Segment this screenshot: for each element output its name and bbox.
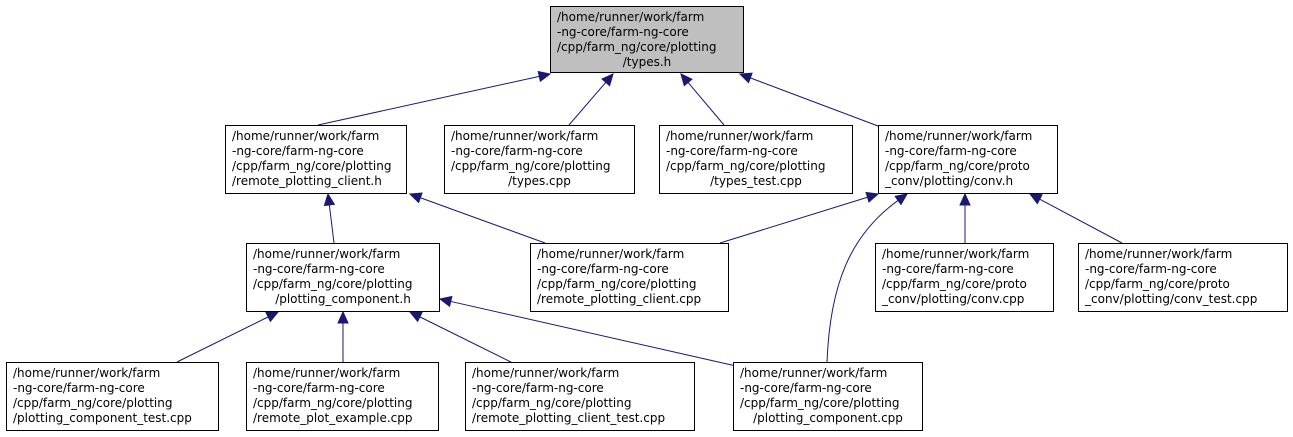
node-label-line: -ng-core/farm-ng-core xyxy=(740,381,872,395)
node-label-line: /cpp/farm_ng/core/plotting xyxy=(557,40,717,54)
node-label-line: /home/runner/work/farm xyxy=(253,366,401,380)
node-label-line: /cpp/farm_ng/core/proto xyxy=(882,277,1027,291)
arrowhead-n11-n5 xyxy=(408,311,423,323)
arrowhead-n8-n4 xyxy=(1028,193,1043,205)
arrowhead-n12-n4 xyxy=(894,193,908,206)
node-label-line: -ng-core/farm-ng-core xyxy=(882,262,1014,276)
node-plotting-component-cpp[interactable]: /home/runner/work/farm-ng-core/farm-ng-c… xyxy=(733,362,923,431)
node-proto-conv-conv-h[interactable]: /home/runner/work/farm-ng-core/farm-ng-c… xyxy=(878,125,1058,194)
node-proto-conv-conv-test-cpp[interactable]: /home/runner/work/farm-ng-core/farm-ng-c… xyxy=(1078,243,1288,312)
node-label-line: /remote_plotting_client.cpp xyxy=(537,292,702,306)
edge-n2-n0 xyxy=(568,82,607,126)
edge-n1-n0 xyxy=(317,75,540,126)
node-label-line: /home/runner/work/farm xyxy=(472,366,620,380)
edge-n6-n4 xyxy=(719,196,868,244)
node-label-line: /cpp/farm_ng/core/plotting xyxy=(253,396,413,410)
node-remote-plot-example-cpp[interactable]: /home/runner/work/farm-ng-core/farm-ng-c… xyxy=(246,362,439,431)
edge-n3-n0 xyxy=(687,82,725,126)
arrowhead-n4-n0 xyxy=(738,72,753,84)
node-label-line: /home/runner/work/farm xyxy=(885,129,1033,143)
arrowhead-n12-n5 xyxy=(438,295,453,308)
node-label-line: /home/runner/work/farm xyxy=(451,129,599,143)
node-proto-conv-conv-cpp[interactable]: /home/runner/work/farm-ng-core/farm-ng-c… xyxy=(875,243,1054,312)
node-label-line: /cpp/farm_ng/core/plotting xyxy=(451,159,611,173)
node-remote-plotting-client-test-cpp[interactable]: /home/runner/work/farm-ng-core/farm-ng-c… xyxy=(465,362,695,431)
node-plotting-component-test-cpp[interactable]: /home/runner/work/farm-ng-core/farm-ng-c… xyxy=(6,362,219,431)
edge-n5-n1 xyxy=(328,204,335,244)
node-label-line: -ng-core/farm-ng-core xyxy=(253,381,385,395)
node-label-line: /remote_plot_example.cpp xyxy=(253,411,413,425)
edge-n6-n1 xyxy=(420,197,546,244)
node-label-line: /plotting_component.cpp xyxy=(753,411,903,425)
node-label-line: /home/runner/work/farm xyxy=(253,247,401,261)
node-types-cpp[interactable]: /home/runner/work/farm-ng-core/farm-ng-c… xyxy=(444,125,635,194)
node-label-line: -ng-core/farm-ng-core xyxy=(1085,262,1217,276)
arrowhead-n3-n0 xyxy=(680,73,693,87)
edge-n11-n5 xyxy=(419,316,512,363)
node-label-line: /remote_plotting_client_test.cpp xyxy=(472,411,666,425)
edge-n12-n5 xyxy=(450,300,737,367)
node-label-line: -ng-core/farm-ng-core xyxy=(885,144,1017,158)
node-label-line: -ng-core/farm-ng-core xyxy=(537,262,669,276)
node-label-line: _conv/plotting/conv_test.cpp xyxy=(1085,292,1258,306)
node-types-test-cpp[interactable]: /home/runner/work/farm-ng-core/farm-ng-c… xyxy=(659,125,853,194)
node-label-line: /types.h xyxy=(622,55,672,69)
arrowhead-n2-n0 xyxy=(601,73,614,87)
node-types-h: /home/runner/work/farm-ng-core/farm-ng-c… xyxy=(550,6,744,73)
node-label-line: -ng-core/farm-ng-core xyxy=(232,144,364,158)
node-label-line: /types_test.cpp xyxy=(710,174,802,188)
node-label-line: /home/runner/work/farm xyxy=(882,247,1030,261)
node-label-line: _conv/plotting/conv.h xyxy=(885,174,1014,188)
node-label-line: /home/runner/work/farm xyxy=(740,366,888,380)
node-label-line: /plotting_component_test.cpp xyxy=(13,411,192,425)
node-label-line: -ng-core/farm-ng-core xyxy=(666,144,798,158)
node-label-line: /types.cpp xyxy=(508,174,571,188)
arrowhead-n1-n0 xyxy=(537,70,552,83)
node-remote-plotting-client-h[interactable]: /home/runner/work/farm-ng-core/farm-ng-c… xyxy=(225,125,407,194)
edge-n9-n5 xyxy=(176,316,269,363)
arrowhead-n7-n4 xyxy=(959,192,971,206)
node-label-line: /plotting_component.h xyxy=(275,292,411,306)
node-label-line: /home/runner/work/farm xyxy=(537,247,685,261)
node-label-line: /remote_plotting_client.h xyxy=(232,174,382,188)
arrowhead-n5-n1 xyxy=(323,192,336,207)
node-label-line: /home/runner/work/farm xyxy=(13,366,161,380)
node-label-line: /cpp/farm_ng/core/proto xyxy=(1085,277,1230,291)
edge-n4-n0 xyxy=(750,77,879,127)
node-label-line: -ng-core/farm-ng-core xyxy=(472,381,604,395)
node-label-line: /home/runner/work/farm xyxy=(232,129,380,143)
node-label-line: /cpp/farm_ng/core/plotting xyxy=(253,277,413,291)
node-label-line: -ng-core/farm-ng-core xyxy=(253,262,385,276)
arrowhead-n9-n5 xyxy=(265,311,280,323)
node-label-line: /home/runner/work/farm xyxy=(1085,247,1233,261)
node-label-line: -ng-core/farm-ng-core xyxy=(451,144,583,158)
arrowhead-n10-n5 xyxy=(337,310,349,324)
node-label-line: /cpp/farm_ng/core/plotting xyxy=(232,159,392,173)
node-remote-plotting-client-cpp[interactable]: /home/runner/work/farm-ng-core/farm-ng-c… xyxy=(530,243,729,312)
node-label-line: /cpp/farm_ng/core/plotting xyxy=(740,396,900,410)
node-label-line: -ng-core/farm-ng-core xyxy=(557,25,689,39)
node-label-line: /cpp/farm_ng/core/plotting xyxy=(537,277,697,291)
node-plotting-component-h[interactable]: /home/runner/work/farm-ng-core/farm-ng-c… xyxy=(246,243,440,312)
node-label-line: _conv/plotting/conv.cpp xyxy=(882,292,1025,306)
node-label-line: -ng-core/farm-ng-core xyxy=(13,381,145,395)
node-label-line: /cpp/farm_ng/core/plotting xyxy=(472,396,632,410)
node-label-line: /cpp/farm_ng/core/plotting xyxy=(666,159,826,173)
edge-n12-n4 xyxy=(826,200,899,363)
edge-n8-n4 xyxy=(1039,198,1123,244)
node-label-line: /cpp/farm_ng/core/proto xyxy=(885,159,1030,173)
node-label-line: /home/runner/work/farm xyxy=(557,10,705,24)
arrowhead-n6-n4 xyxy=(865,191,880,203)
arrowhead-n6-n1 xyxy=(408,192,423,204)
node-label-line: /cpp/farm_ng/core/plotting xyxy=(13,396,173,410)
node-label-line: /home/runner/work/farm xyxy=(666,129,814,143)
